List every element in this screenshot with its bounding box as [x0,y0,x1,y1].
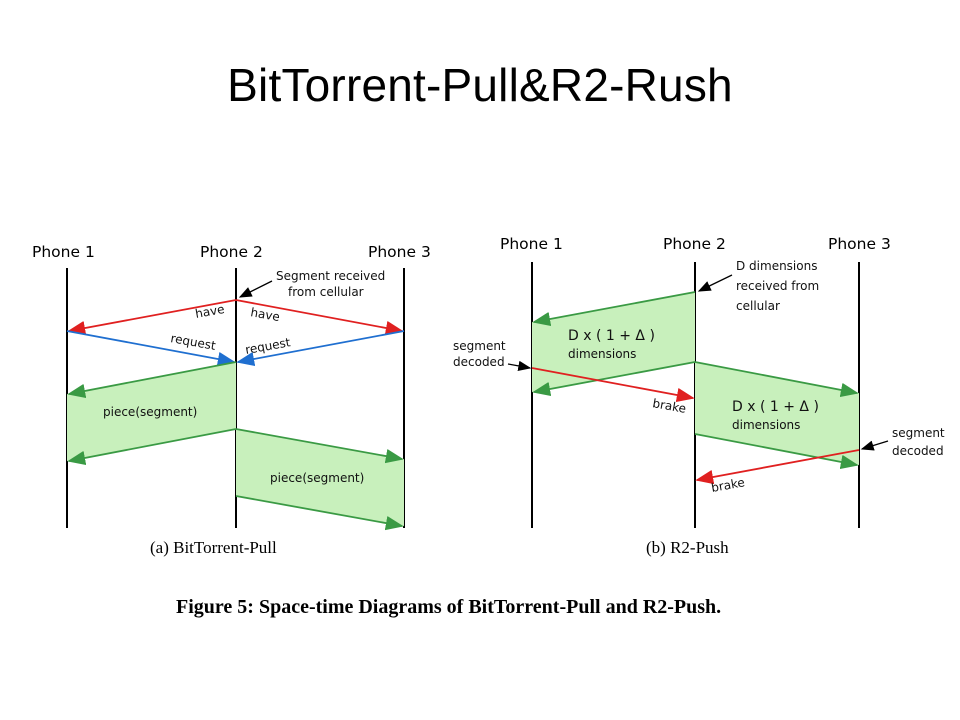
annotation-line-1: Segment received [276,269,385,283]
segment-decoded-left-line-2: decoded [453,355,505,369]
piece-block-2 [236,429,404,526]
annotation-line-2: from cellular [288,285,364,299]
phone-1-label: Phone 1 [32,243,95,261]
subcaption-b: (b) R2-Push [646,538,729,557]
segment-decoded-right-line-2: decoded [892,444,944,458]
diagram-b: Phone 1 Phone 2 Phone 3 D x ( 1 + Δ ) di… [453,235,945,557]
annotation-b-arrow [697,274,733,292]
phone-3-label: Phone 3 [368,243,431,261]
push-block-1-bottom-arrow [532,361,696,397]
diagram-a: Phone 1 Phone 2 Phone 3 have have reques… [32,243,431,557]
brake-label-1: brake [651,396,687,416]
piece-block-1-top-arrow [67,361,237,399]
have-arrow-to-phone-1 [67,299,237,336]
segment-decoded-left-arrow [507,360,532,372]
request-label-left: request [169,331,217,353]
piece-label-2: piece(segment) [270,471,364,485]
push-block-2-top-arrow [694,361,859,398]
annotation-b-line-3: cellular [736,299,780,313]
figure-caption: Figure 5: Space-time Diagrams of BitTorr… [176,596,722,618]
subcaption-a: (a) BitTorrent-Pull [150,538,277,557]
have-arrow-to-phone-3 [235,299,404,336]
phone-2-label-b: Phone 2 [663,235,726,253]
segment-decoded-left-line-1: segment [453,339,506,353]
phone-2-label: Phone 2 [200,243,263,261]
push-block-1-top-arrow [532,291,696,327]
brake-label-2: brake [710,475,746,495]
piece-block-2-bottom-arrow [235,495,404,531]
push-block-1 [532,292,695,392]
phone-3-label-b: Phone 3 [828,235,891,253]
segment-decoded-right-arrow [860,440,889,451]
piece-block-2-top-arrow [235,428,404,464]
have-label-right: have [249,305,280,324]
have-label-left: have [194,302,225,321]
brake-arrow-from-phone-3 [695,449,860,485]
block-2-label-line-1: D x ( 1 + Δ ) [732,399,819,415]
piece-block-1-bottom-arrow [67,428,237,466]
segment-decoded-right-line-1: segment [892,426,945,440]
block-1-label-line-2: dimensions [568,347,636,361]
annotation-b-line-1: D dimensions [736,259,817,273]
push-block-2 [695,362,859,465]
request-arrow-from-phone-1 [66,330,236,367]
brake-arrow-to-phone-2 [531,367,695,403]
request-arrow-from-phone-3 [236,330,405,367]
block-1-label-line-1: D x ( 1 + Δ ) [568,328,655,344]
phone-1-label-b: Phone 1 [500,235,563,253]
annotation-arrow [238,280,273,298]
push-block-2-bottom-arrow [694,433,859,470]
slide-title: BitTorrent-Pull&R2-Rush [227,59,733,111]
annotation-b-line-2: received from [736,279,819,293]
block-2-label-line-2: dimensions [732,418,800,432]
piece-label-1: piece(segment) [103,405,197,419]
